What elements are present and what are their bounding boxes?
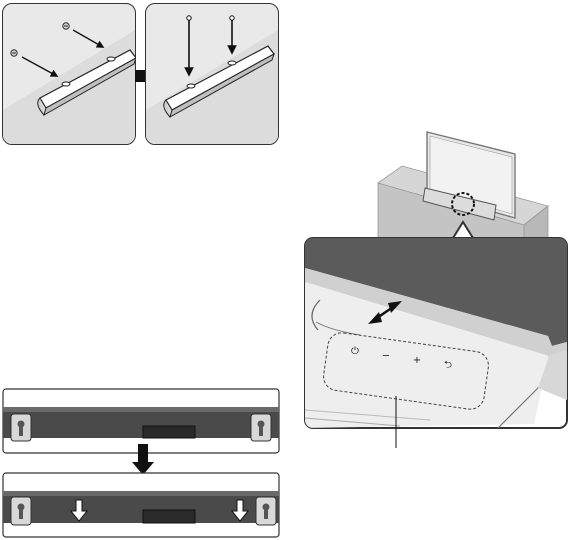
wall-bracket-left — [10, 496, 32, 526]
down-arrow-icon — [132, 444, 154, 475]
arrow-icon — [72, 29, 105, 48]
center-slot — [142, 425, 196, 439]
control-panel-zoom-callout: ⏻ − + ⮌ — [304, 220, 568, 448]
soundbar — [422, 187, 497, 221]
arrow-icon — [230, 499, 250, 522]
plus-icon: + — [413, 355, 421, 366]
arrow-icon — [69, 499, 89, 522]
minus-icon: − — [382, 351, 390, 362]
power-icon: ⏻ — [351, 346, 359, 357]
double-arrow-icon — [368, 301, 402, 324]
source-icon: ⮌ — [444, 360, 452, 371]
tv-on-stand-illustration — [377, 131, 549, 244]
wall-bracket-left — [10, 413, 32, 442]
soundbar-illustration — [163, 45, 275, 119]
control-panel-outline — [323, 332, 489, 410]
rear-view-after — [2, 472, 280, 538]
zoom-highlight-circle — [451, 192, 475, 216]
step-panel-insert-screws — [2, 3, 136, 145]
step-panel-fasten-screws — [145, 3, 279, 145]
soundbar-illustration — [37, 49, 135, 117]
screw-icon — [10, 22, 70, 57]
wall-bracket-right — [250, 413, 272, 442]
wall-bracket-right — [255, 496, 277, 526]
rear-view-before — [2, 388, 280, 454]
mount-hole-left — [61, 81, 71, 87]
mount-hole-right — [106, 56, 116, 62]
arrow-icon — [21, 56, 59, 77]
